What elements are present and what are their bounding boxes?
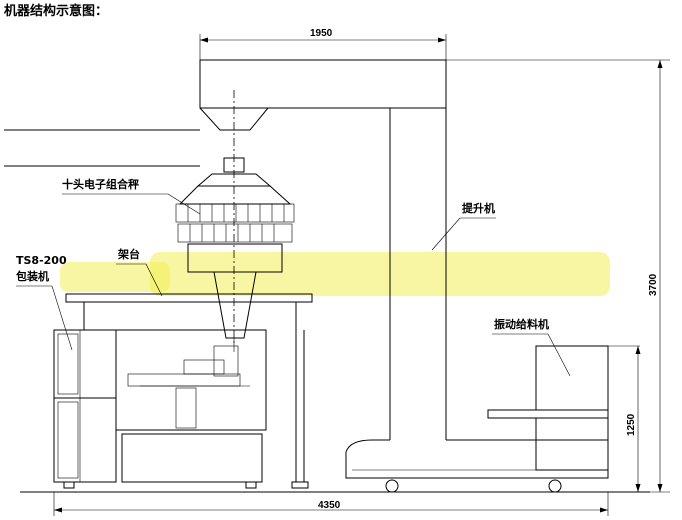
vibrating-feeder [487, 345, 640, 471]
label-packer-group: TS8-200 包装机 [15, 254, 73, 351]
diagram-title: 机器结构示意图： [4, 3, 108, 19]
dimension-label-1250: 1250 [626, 413, 637, 436]
dimension-label-3700: 3700 [648, 273, 659, 296]
dimension-label-4350: 4350 [318, 500, 341, 511]
label-combination-weigher: 十头电子组合秤 [62, 177, 139, 191]
label-elevator: 提升机 [462, 201, 495, 215]
label-packer-name: 包装机 [15, 269, 49, 283]
dimension-feeder-height: 1250 [626, 346, 641, 492]
label-elevator-group: 提升机 [431, 201, 496, 251]
label-combination-weigher-group: 十头电子组合秤 [62, 177, 201, 215]
dimension-label-1950: 1950 [310, 28, 333, 39]
combination-weigher [175, 157, 295, 352]
label-packer-model: TS8-200 [16, 254, 67, 267]
watermark-band [60, 252, 610, 296]
packing-machine [53, 329, 267, 489]
support-frame [65, 293, 313, 489]
elevator-structure [199, 59, 609, 493]
dimension-top-width: 1950 [199, 28, 447, 100]
label-vibrating-feeder: 振动给料机 [494, 317, 549, 331]
dimension-total-width: 4350 [53, 492, 609, 516]
label-frame-group: 架台 [116, 247, 163, 297]
label-frame: 架台 [117, 247, 140, 261]
left-edge-lines [4, 129, 200, 167]
label-vibrating-feeder-group: 振动给料机 [492, 317, 571, 377]
